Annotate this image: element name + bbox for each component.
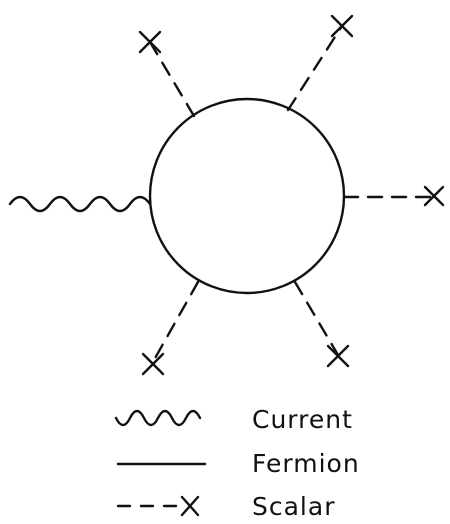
cross-icon — [138, 30, 162, 54]
legend-label-current: Current — [252, 405, 353, 434]
scalar-line-upper-left — [138, 30, 196, 118]
scalar-line-upper-right — [286, 14, 354, 112]
scalar-line-right — [342, 185, 445, 207]
current-line — [8, 195, 152, 213]
scalar-line-lower-left — [141, 280, 200, 376]
scalar-symbol-icon — [116, 495, 200, 517]
legend-label-scalar: Scalar — [252, 492, 335, 521]
legend: Current Fermion Scalar — [114, 405, 360, 521]
current-symbol-icon — [114, 409, 202, 427]
fermion-loop — [148, 97, 346, 295]
legend-label-fermion: Fermion — [252, 449, 360, 478]
cross-icon — [326, 344, 350, 368]
cross-icon — [330, 14, 354, 38]
legend-item-current: Current — [114, 405, 353, 434]
legend-item-fermion: Fermion — [116, 449, 360, 478]
cross-icon — [423, 185, 445, 207]
cross-icon — [141, 352, 165, 376]
legend-item-scalar: Scalar — [116, 492, 335, 521]
scalar-line-lower-right — [293, 280, 350, 368]
